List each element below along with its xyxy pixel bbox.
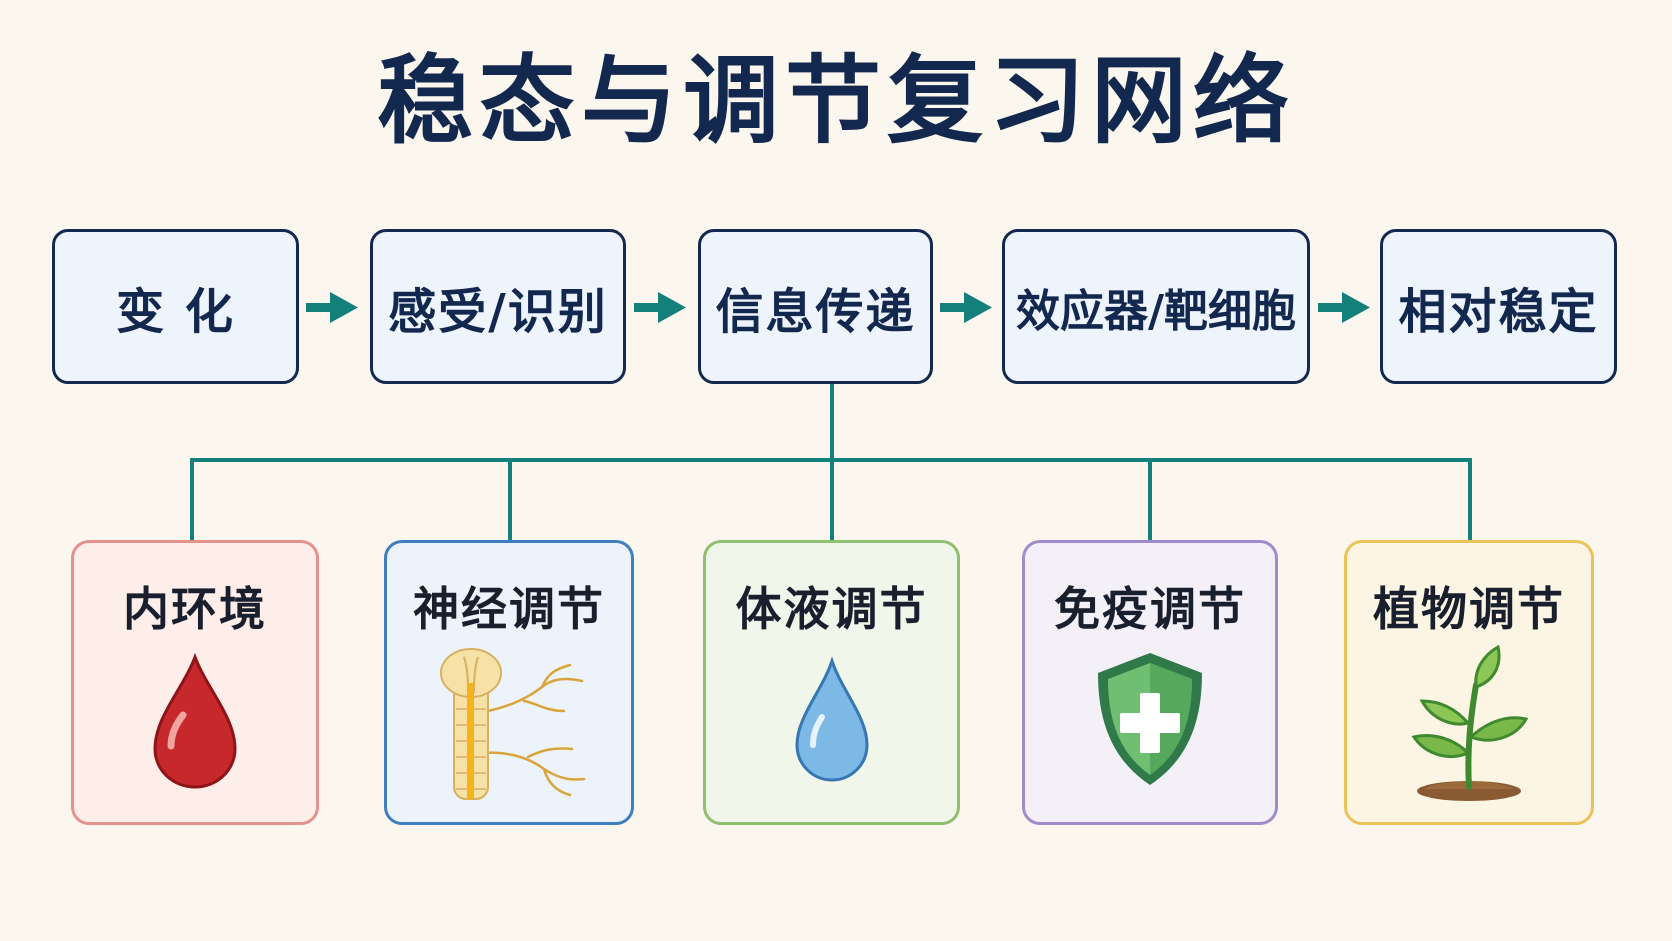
flow-step-change: 变 化	[52, 229, 299, 384]
flow-arrow	[1318, 292, 1370, 323]
flow-step-transmit: 信息传递	[698, 229, 933, 384]
flow-step-stable: 相对稳定	[1380, 229, 1617, 384]
neuron-icon	[440, 648, 586, 800]
branch-card-immune-regulation: 免疫调节	[1022, 540, 1278, 825]
shield-cross-icon	[1098, 653, 1202, 785]
branch-card-plant-regulation: 植物调节	[1344, 540, 1594, 825]
branch-tree	[190, 384, 1472, 540]
water-drop-icon	[794, 656, 869, 782]
sprout-icon	[1411, 644, 1529, 801]
branch-label: 内环境	[123, 582, 267, 636]
branch-label: 植物调节	[1373, 582, 1565, 636]
blood-drop-icon	[153, 652, 237, 789]
branch-card-neural-regulation: 神经调节	[384, 540, 634, 825]
branch-label: 神经调节	[413, 582, 605, 636]
page-title: 稳态与调节复习网络	[377, 45, 1295, 157]
flow-arrow	[634, 292, 686, 323]
branch-label: 体液调节	[735, 582, 928, 636]
flow-arrow	[306, 292, 358, 323]
flow-step-effector: 效应器/靶细胞	[1002, 229, 1310, 384]
flow-step-sense: 感受/识别	[370, 229, 626, 384]
flow-arrow	[940, 292, 992, 323]
branch-label: 免疫调节	[1054, 582, 1246, 636]
branch-card-humoral-regulation: 体液调节	[703, 540, 960, 825]
branch-card-internal-environment: 内环境	[71, 540, 319, 825]
